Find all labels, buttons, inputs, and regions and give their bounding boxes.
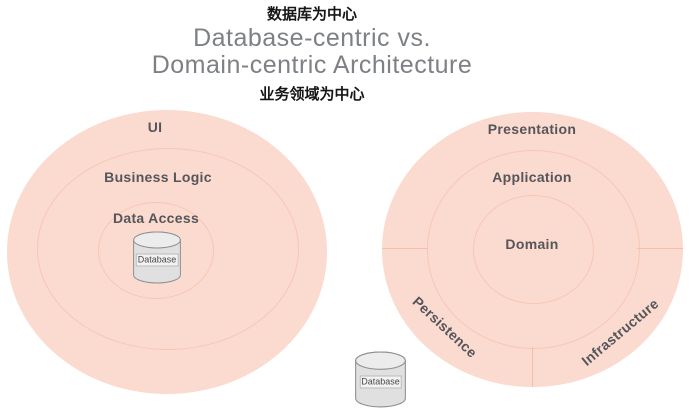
left-middle-circle-business-logic-layer [37,148,299,350]
diagram-header: 数据库为中心 Database-centric vs. Domain-centr… [0,4,624,105]
label-ui: UI [147,119,163,135]
database-label: Database [359,375,402,389]
segment-divider-left [382,248,428,249]
left-inner-circle-data-access-layer [98,202,214,299]
label-business-logic: Business Logic [104,169,212,185]
caption-database-centric-zh: 数据库为中心 [266,6,357,23]
page-title-line1: Database-centric vs. [193,24,431,52]
label-domain: Domain [505,236,559,252]
label-data-access: Data Access [112,210,200,226]
right-inner-circle-domain-layer [473,195,594,304]
right-middle-circle-application-layer [427,150,640,349]
page-title-line2: Domain-centric Architecture [151,51,473,79]
label-presentation: Presentation [487,121,577,137]
database-icon-external: Database [355,351,406,408]
label-application: Application [492,169,572,185]
database-icon: Database [133,231,181,284]
database-label: Database [135,253,179,267]
segment-divider-bottom [532,347,533,387]
caption-domain-centric-zh: 业务领域为中心 [259,86,365,103]
segment-divider-right [637,248,683,249]
